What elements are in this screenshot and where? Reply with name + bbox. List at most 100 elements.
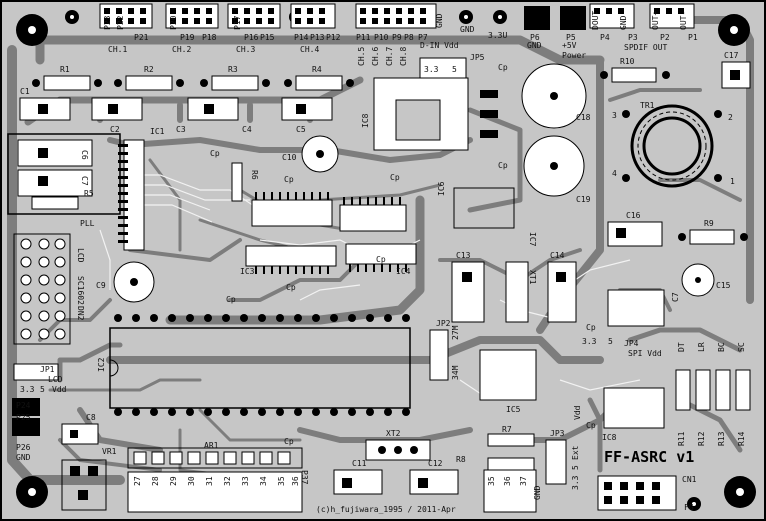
label-ar-pin-1: 28 [151, 476, 160, 486]
xt2-cn1 [365, 57, 677, 511]
label-ch2: CH.2 [172, 45, 191, 54]
label-r2: R2 [144, 65, 154, 74]
label-jp5-5: 5 [452, 65, 457, 74]
label-cp-6: Cp [376, 255, 386, 264]
label-jp3-ext: Ext [571, 445, 580, 460]
label-tr1-pin1: 1 [730, 177, 735, 186]
label-jp1-33: 3.3 [20, 385, 35, 394]
label-c17: C17 [724, 51, 739, 60]
label-gnd-bottom: GND [533, 485, 542, 500]
label-p6: P6 [530, 33, 540, 42]
label-ch4: CH.4 [300, 45, 319, 54]
label-dn2: DN2 [76, 306, 85, 321]
label-r11: R11 [677, 431, 686, 446]
top-pin-headers [99, 3, 695, 30]
label-ic4: IC4 [396, 267, 411, 276]
label-jp1-lcd: LCD [48, 375, 63, 384]
label-p1: P1 [688, 33, 698, 42]
label-gnd-hole: GND [460, 25, 475, 34]
label-tr1-pin3: 3 [612, 111, 617, 120]
label-jp1-vdd: Vdd [52, 385, 67, 394]
label-jp4-spi: SPI Vdd [628, 349, 662, 358]
label-lr: LR [697, 342, 706, 352]
label-ar1: AR1 [204, 441, 219, 450]
label-p11: P11 [356, 33, 371, 42]
capacitor-pads [17, 61, 751, 495]
label-ic8: IC8 [361, 113, 370, 128]
label-c9: C9 [96, 281, 106, 290]
label-cp-9: Cp [586, 323, 596, 332]
label-c1: C1 [20, 87, 30, 96]
label-xt1: XT1 [528, 270, 537, 285]
label-ic2: IC2 [97, 357, 106, 372]
label-pll: PLL [80, 219, 95, 228]
label-ic1: IC1 [150, 127, 165, 136]
label-p6-gnd: GND [527, 41, 542, 50]
label-p23: P23 [103, 15, 112, 30]
label-c7: C7 [80, 176, 89, 186]
label-jp4-33: 3.3 [582, 337, 597, 346]
label-out-minus: OUT- [679, 11, 688, 30]
label-p18: P18 [202, 33, 217, 42]
label-p15: P15 [260, 33, 275, 42]
ic3-ic4-packages [245, 192, 417, 274]
label-cp-10: Cp [284, 437, 294, 446]
label-p14: P14 [294, 33, 309, 42]
label-c7-right: C7 [671, 292, 680, 302]
label-r7: R7 [502, 425, 512, 434]
label-c12: C12 [428, 459, 443, 468]
label-spdif-out: SPDIF OUT [624, 43, 668, 52]
label-jp3: JP3 [550, 429, 565, 438]
label-gnd-top: GND [435, 13, 444, 28]
label-p35: 35 [487, 476, 496, 486]
label-cp-3: Cp [390, 173, 400, 182]
label-gnd-spdif: GND [619, 15, 628, 30]
label-p17: P17 [233, 15, 242, 30]
label-p13: P13 [310, 33, 325, 42]
label-jp3-5: 5 [571, 465, 580, 470]
label-r5: R5 [84, 189, 94, 198]
label-ic8-bottom: IC8 [602, 433, 617, 442]
label-ch7: CH.7 [385, 47, 394, 66]
label-ar-pin-2: 29 [169, 476, 178, 486]
ar1-connector [127, 447, 537, 513]
label-cp-5: Cp [226, 295, 236, 304]
label-jp5: JP5 [470, 53, 485, 62]
label-sc1602: SC1602 [76, 276, 85, 305]
label-p8: P8 [404, 33, 414, 42]
regulator-ic8 [373, 77, 498, 151]
label-c14: C14 [550, 251, 565, 260]
label-tr1: TR1 [640, 101, 655, 110]
label-ch6: CH.6 [371, 47, 380, 66]
label-c11: C11 [352, 459, 367, 468]
label-ar-pin-0: 27 [133, 476, 142, 486]
board-copyright: (c)h_fujiwara_1995 / 2011-Apr [316, 505, 456, 514]
label-bc: BC [717, 342, 726, 352]
label-p7: P7 [418, 33, 428, 42]
label-p21: P21 [134, 33, 149, 42]
label-p20: P20 [169, 15, 178, 30]
label-c3: C3 [176, 125, 186, 134]
label-out-plus: OUT+ [651, 11, 660, 30]
label-dt: DT [677, 342, 686, 352]
pll-outline [7, 133, 121, 215]
label-ch8: CH.8 [399, 47, 408, 66]
label-p10: P10 [374, 33, 389, 42]
label-c15: C15 [716, 281, 731, 290]
label-tr1-pin2: 2 [728, 113, 733, 122]
label-r13: R13 [717, 431, 726, 446]
label-fg: FG [684, 503, 694, 512]
label-ar-pin-8: 35 [277, 476, 286, 486]
label-p9: P9 [392, 33, 402, 42]
label-power: Power [562, 51, 586, 60]
capacitor-holes [38, 70, 740, 488]
label-jp2: JP2 [436, 319, 451, 328]
label-p4: P4 [600, 33, 610, 42]
label-p26-gnd: GND [16, 453, 31, 462]
label-cp-11: Cp [586, 421, 596, 430]
label-c5: C5 [296, 125, 306, 134]
transformer-tr1 [622, 104, 722, 188]
label-p16: P16 [244, 33, 259, 42]
label-ch3: CH.3 [236, 45, 255, 54]
